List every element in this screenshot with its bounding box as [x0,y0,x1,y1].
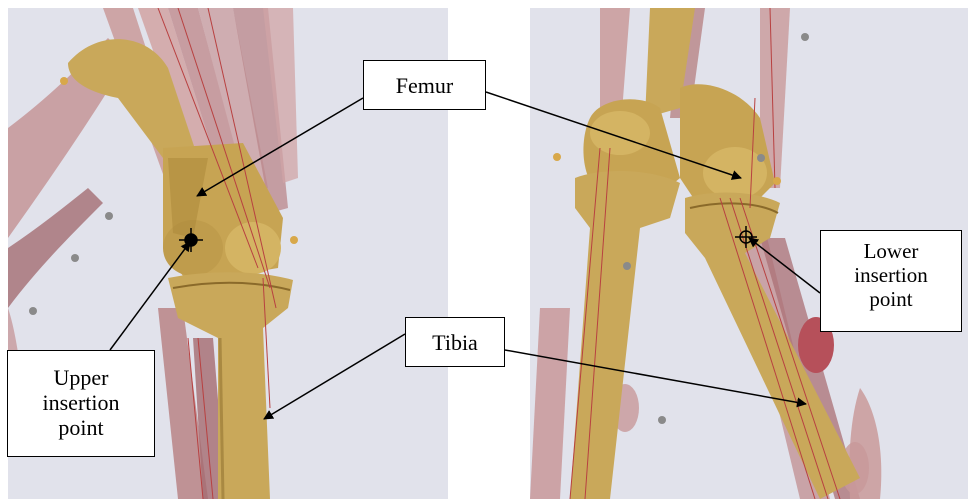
tibia-label: Tibia [405,317,505,367]
femur-label: Femur [363,60,486,110]
upper-insertion-label: Upper insertion point [7,350,155,457]
lower-insertion-label: Lower insertion point [820,230,962,332]
